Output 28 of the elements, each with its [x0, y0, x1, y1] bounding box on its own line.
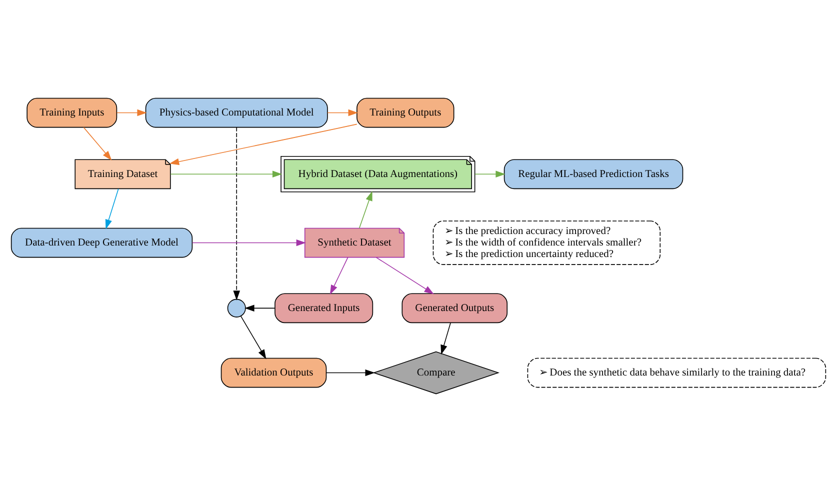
node-box: Training Inputs — [26, 97, 118, 128]
arrow — [358, 190, 372, 228]
node-box: Generated Outputs — [402, 292, 508, 323]
arrow — [169, 123, 358, 165]
arrow — [440, 322, 451, 354]
arrow — [330, 256, 348, 294]
node-box: Training Outputs — [356, 97, 454, 128]
arrow — [105, 188, 119, 229]
arrow — [326, 368, 375, 376]
arrow — [83, 126, 112, 160]
node-box: Validation Outputs — [220, 357, 327, 388]
node-box: ➢ Is the prediction accuracy improved? ➢ Is the width of confidence intervals smaller? ➢ Is the prediction uncertainty reduced? — [432, 220, 661, 264]
arrow — [240, 315, 266, 359]
arrow — [170, 170, 282, 178]
arrow — [192, 238, 306, 246]
node-box: Regular ML-based Prediction Tasks — [504, 158, 684, 189]
node-circle — [227, 298, 246, 317]
arrow — [474, 170, 506, 178]
arrow — [327, 108, 358, 116]
arrow — [244, 304, 276, 312]
arrow — [233, 126, 240, 300]
node-diamond: Compare — [372, 350, 500, 394]
node-box: Generated Inputs — [274, 292, 374, 323]
arrow — [376, 256, 434, 294]
node-box: ➢ Does the synthetic data behave similarly to the training data? — [527, 357, 826, 388]
node-box: Physics-based Computational Model — [145, 97, 328, 128]
node-box: Data-driven Deep Generative Model — [10, 227, 193, 258]
arrow — [116, 108, 147, 116]
